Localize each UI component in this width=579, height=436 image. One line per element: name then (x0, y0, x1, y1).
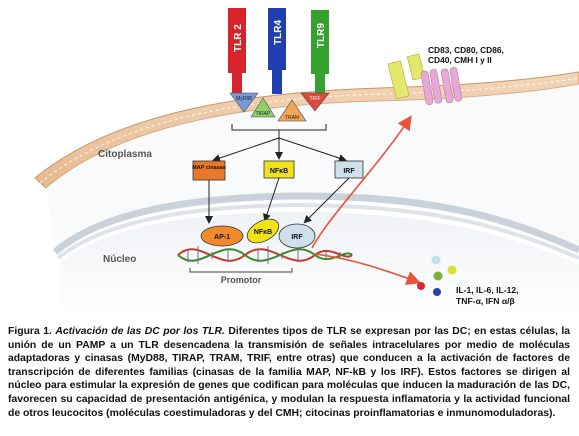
tlr2-label: TLR 2 (233, 24, 244, 52)
nuclear-envelope (52, 192, 579, 320)
figure-caption: Figura 1. Activación de las DC por los T… (8, 325, 570, 420)
dna-double-helix (177, 246, 353, 264)
nucleus-label: Núcleo (103, 254, 136, 265)
tram-label: TRAM (285, 115, 299, 121)
myd88-adaptor: MyD88 (229, 92, 259, 113)
tlr-activation-diagram: TLR 2 TLR4 TLR9 MyD88 TIRAP TRAM TRIF Ci… (34, 8, 579, 320)
tlr4-label: TLR4 (273, 20, 284, 45)
tlr4-receptor: TLR4 (268, 8, 286, 94)
tlr2-receptor: TLR 2 (228, 8, 246, 95)
myd88-label: MyD88 (236, 96, 252, 102)
irf-bound-factor: IRF (278, 223, 316, 249)
cytoplasm-label: Citoplasma (98, 149, 152, 160)
arrow-to-surface-molecules (311, 115, 412, 249)
caption-label: Figura 1. (8, 326, 52, 337)
ap1-factor: AP-1 (200, 225, 244, 247)
caption-title: Activación de las DC por los TLR. (55, 326, 225, 337)
surface-molecules-label: CD83, CD80, CD86, CD40, CMH I y II (428, 45, 506, 65)
arrow-to-cytokines (313, 253, 422, 285)
trif-label: TRIF (309, 96, 320, 102)
cytokines-label: IL-1, IL-6, IL-12, TNF-α, IFN α/β (456, 285, 521, 306)
irf-label: IRF (343, 168, 355, 175)
irf-box: IRF (334, 160, 364, 179)
trif-adaptor: TRIF (300, 92, 330, 112)
tlr9-label: TLR9 (316, 23, 327, 48)
nuclear-translocation-arrows (205, 177, 350, 224)
ap1-label: AP-1 (214, 234, 230, 241)
caption-body: Diferentes tipos de TLR se expresan por … (8, 326, 571, 419)
tlr9-receptor: TLR9 (311, 10, 329, 96)
tram-adaptor: TRAM (277, 99, 307, 122)
nfkb-bound-factor: NFκB (246, 218, 280, 244)
nfkb-label: NFκB (270, 168, 288, 175)
signal-branch-arrows (212, 137, 347, 162)
nfkb-box: NFκB (263, 160, 295, 179)
nfkb-bound-label: NFκB (254, 229, 272, 236)
promoter-bracket: Promotor (189, 268, 293, 285)
irf-bound-label: IRF (291, 234, 303, 241)
map-kinases-box: MAP cinasas (192, 160, 226, 181)
tirap-adaptor: TIRAP (250, 97, 276, 118)
promoter-label: Promotor (221, 275, 262, 285)
cytokine-dots (417, 255, 457, 296)
signal-bracket (231, 124, 327, 138)
map-kinases-label: MAP cinasas (192, 165, 226, 171)
surface-molecules (387, 53, 463, 106)
tirap-label: TIRAP (256, 111, 271, 117)
